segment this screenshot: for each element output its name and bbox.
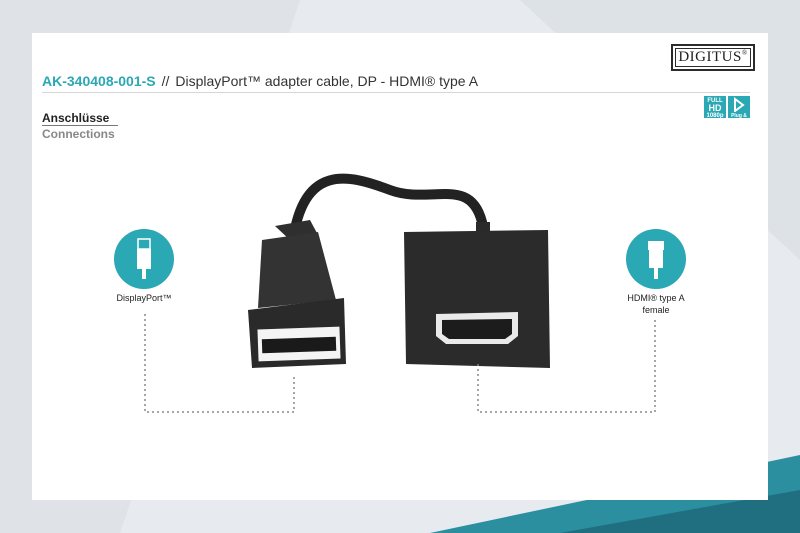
product-sku: AK-340408-001-S [42,73,156,89]
section-title-english: Connections [42,127,115,141]
product-title-row: AK-340408-001-S // DisplayPort™ adapter ca… [42,73,478,89]
play-arrow-icon [734,97,745,113]
full-hd-badge: FULL HD 1080p [704,96,726,119]
hdmi-connector-icon [626,229,686,289]
title-divider [42,92,750,93]
displayport-label: DisplayPort™ [116,293,172,303]
section-underline [42,125,118,126]
title-separator: // [161,73,170,89]
section-title-german: Anschlüsse [42,111,110,125]
product-description: DisplayPort™ adapter cable, DP - HDMI® t… [175,73,479,89]
hdmi-label: HDMI® type A female [627,293,685,315]
brand-logo: DIGITUS® [671,44,755,71]
displayport-connector-icon [114,229,174,289]
plug-and-play-badge: Plug & Play [728,96,750,124]
brand-logo-text: DIGITUS® [678,49,748,65]
